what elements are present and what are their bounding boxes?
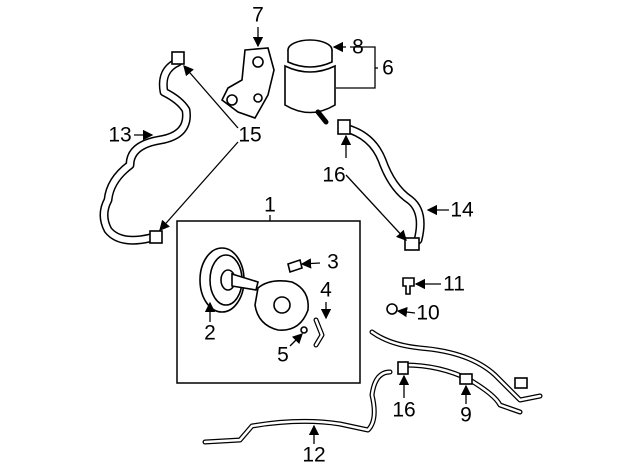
- reservoir-part: [284, 39, 336, 125]
- callout-16-lower: 16: [392, 398, 416, 422]
- fitting-11-part: [402, 277, 415, 295]
- callout-7: 7: [252, 3, 264, 27]
- suction-hose-part: [99, 51, 191, 245]
- callout-12: 12: [302, 443, 326, 467]
- callout-13: 13: [108, 123, 132, 147]
- callout-15: 15: [238, 123, 262, 147]
- bracket-part: [220, 47, 275, 119]
- return-tube-part: [202, 369, 393, 445]
- callout-11: 11: [443, 272, 465, 296]
- fitting-10-part: [386, 303, 398, 315]
- callout-8: 8: [352, 35, 364, 59]
- callout-3: 3: [327, 250, 339, 274]
- callout-10: 10: [416, 301, 440, 325]
- callout-4: 4: [320, 278, 332, 302]
- pump-assembly-box: [176, 220, 361, 384]
- callout-5: 5: [277, 343, 289, 367]
- callout-9: 9: [460, 403, 472, 427]
- callout-2: 2: [204, 321, 216, 345]
- pressure-hose-part: [369, 329, 543, 415]
- return-hose-part: [337, 119, 425, 251]
- callout-6: 6: [382, 56, 394, 80]
- callout-16-upper: 16: [322, 163, 346, 187]
- callout-14: 14: [450, 198, 474, 222]
- callout-1: 1: [264, 193, 276, 217]
- pump-pulley-part: [199, 247, 325, 348]
